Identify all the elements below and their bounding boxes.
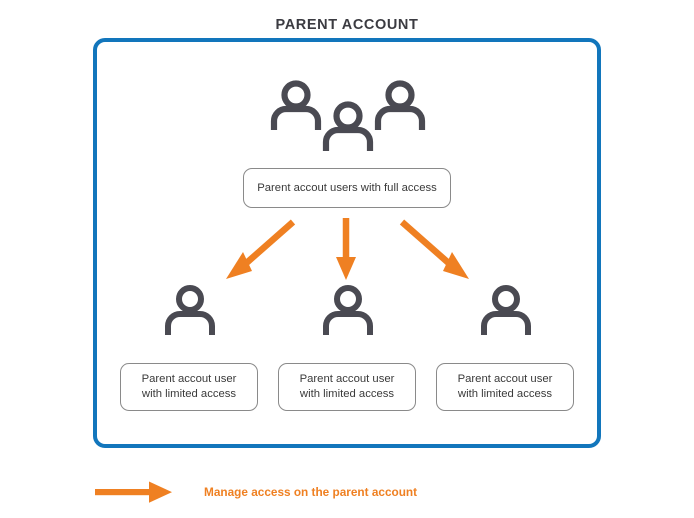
full-access-users-group bbox=[268, 80, 432, 151]
orange-arrow-icon bbox=[95, 481, 172, 503]
limited-access-label-text-2: Parent accout user with limited access bbox=[300, 372, 395, 402]
person-icon-limited-2 bbox=[321, 285, 375, 335]
label-line-1: Parent accout user bbox=[457, 373, 553, 385]
label-line-2: with limited access bbox=[141, 388, 237, 400]
label-line-1: Parent accout user bbox=[141, 373, 237, 385]
limited-access-label-box-1: Parent accout user with limited access bbox=[120, 363, 258, 411]
full-access-label-box: Parent accout users with full access bbox=[243, 168, 451, 208]
person-icon-full-access-2 bbox=[320, 101, 376, 151]
label-line-2: with limited access bbox=[299, 388, 395, 400]
limited-access-label-box-3: Parent accout user with limited access bbox=[436, 363, 574, 411]
limited-access-label-text-1: Parent accout user with limited access bbox=[142, 372, 237, 402]
limited-access-label-text-3: Parent accout user with limited access bbox=[458, 372, 553, 402]
label-line-2: with limited access bbox=[457, 388, 553, 400]
page-title: PARENT ACCOUNT bbox=[275, 17, 419, 33]
person-icon-full-access-3 bbox=[372, 80, 428, 130]
legend-label: Manage access on the parent account bbox=[204, 485, 418, 499]
person-icon-limited-3 bbox=[479, 285, 533, 335]
person-icon-limited-1 bbox=[163, 285, 217, 335]
limited-access-label-box-2: Parent accout user with limited access bbox=[278, 363, 416, 411]
person-icon-full-access-1 bbox=[268, 80, 324, 130]
label-line-1: Parent accout user bbox=[299, 373, 395, 385]
legend: Manage access on the parent account bbox=[95, 478, 417, 506]
full-access-label-text: Parent accout users with full access bbox=[257, 181, 437, 194]
